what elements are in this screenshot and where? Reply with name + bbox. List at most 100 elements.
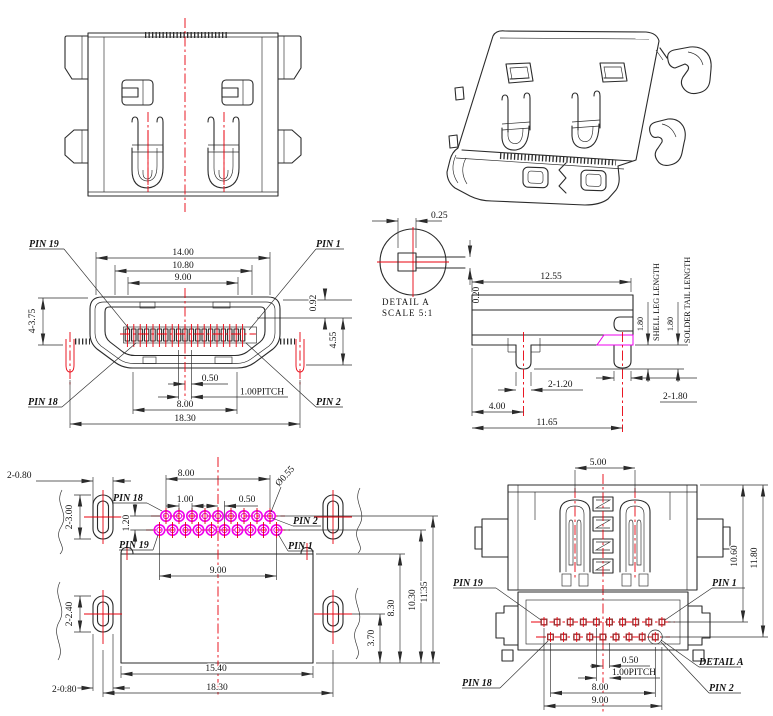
dim-2-1-20: 2-1.20: [548, 380, 573, 390]
rear-block: [507, 484, 698, 591]
pcb-hole: [173, 508, 186, 524]
top-hole: [505, 62, 534, 84]
pin-tail: [560, 632, 568, 642]
pin1-label: PIN 1: [316, 239, 341, 250]
pin18-label-bottom: PIN 18: [462, 678, 492, 689]
dim-1-00: 1.00: [177, 495, 194, 505]
mating-window: [104, 306, 266, 357]
dim-1-00-pitch: 1.00PITCH: [240, 388, 284, 398]
pin-tail: [619, 617, 627, 627]
wing-tab-cap: [474, 526, 483, 550]
detail-a-scale: SCALE 5:1: [382, 308, 433, 318]
dim-18-30-pcb: 18.30: [206, 683, 228, 693]
mounting-slot: [84, 590, 122, 644]
front-cutout: [580, 169, 607, 192]
pcb-hole: [179, 522, 192, 538]
front-view: 14.00 10.80 9.00 0.92 4.55 4-3.75 0.50 1…: [27, 239, 352, 428]
pin-tail: [566, 617, 574, 627]
pcb-hole: [257, 522, 270, 538]
pcb-hole: [251, 508, 264, 524]
pin2-label-pcb: PIN 2: [293, 516, 318, 527]
pcb-hole: [192, 522, 205, 538]
pin2-label: PIN 2: [316, 397, 341, 408]
break-line: [56, 581, 63, 661]
pcb-hole: [225, 508, 238, 524]
dim-0-50-pcb: 0.50: [239, 495, 256, 505]
dim-3-70: 3.70: [367, 629, 377, 646]
wing-tab: [481, 518, 509, 558]
pcb-hole: [231, 522, 244, 538]
latch: [559, 499, 591, 587]
pcb-hole: [244, 522, 257, 538]
wing-tab-cap: [722, 526, 731, 550]
pin-tail: [547, 632, 555, 642]
shell-inner: [94, 301, 276, 364]
pcb-hole: [166, 522, 179, 538]
dim-10-30: 10.30: [408, 589, 418, 611]
mounting-slot: [84, 490, 122, 544]
dim-0-50-bottom: 0.50: [622, 656, 639, 666]
spring-clip: [221, 79, 254, 106]
dim-0-92: 0.92: [309, 294, 319, 311]
dim-2-0-80-bottom: 2-0.80: [52, 685, 77, 695]
dim-11-35: 11.35: [420, 581, 430, 602]
contact-prongs: [131, 112, 164, 192]
pin-tail: [573, 632, 581, 642]
pin-tail: [540, 617, 548, 627]
pcb-hole: [263, 508, 276, 524]
dim-1-00-pitch-bottom: 1.00PITCH: [612, 668, 656, 678]
pcb-hole: [205, 522, 218, 538]
dim-12-55: 12.55: [540, 272, 562, 282]
top-view: [64, 18, 302, 212]
latch: [619, 499, 651, 587]
pcb-hole: [199, 508, 212, 524]
dim-15-40: 15.40: [205, 664, 227, 674]
bottom-view: 5.00 10.60 11.80 0.50 1.00PITCH 8.00 9.0…: [453, 457, 768, 712]
hook-tab: [649, 118, 686, 166]
dim-2-0-80-top: 2-0.80: [7, 471, 32, 481]
pin-tail-rows: [540, 617, 666, 642]
detail-a-title: DETAIL A: [382, 297, 430, 307]
pin-tail: [586, 632, 594, 642]
spring-clip: [121, 79, 154, 106]
contact-prongs: [207, 112, 240, 192]
dim-hole-dia: Ø0.55: [274, 464, 297, 488]
wing-tab: [696, 518, 724, 558]
dim-11-80: 11.80: [750, 547, 760, 568]
shell-outline: [89, 296, 281, 369]
pin-tail: [632, 617, 640, 627]
pin2-label-bottom: PIN 2: [709, 683, 734, 694]
contact-strip: [123, 326, 257, 344]
pcb-hole: [212, 508, 225, 524]
dim-4-00: 4.00: [489, 402, 506, 412]
side-view: 12.55 1.80 SHELL LEG LENGTH 1.80 SOLDER …: [471, 257, 697, 432]
center-key: [558, 162, 567, 194]
dim-2-2-40: 2-2.40: [65, 601, 75, 626]
top-view-body: [87, 32, 279, 197]
pin1-label-bottom: PIN 1: [712, 578, 737, 589]
dim-8-00: 8.00: [177, 400, 194, 410]
dim-18-30: 18.30: [174, 414, 196, 424]
mount-tab: [277, 129, 302, 164]
solder-tail-length-label: SOLDER TAIL LENGTH: [683, 257, 692, 343]
shell-leg-profile: [495, 605, 519, 646]
dim-1-20: 1.20: [122, 514, 132, 531]
dim-9-00-bottom: 9.00: [592, 696, 609, 706]
dim-9-00-pcb: 9.00: [210, 566, 227, 576]
pin-tail: [553, 617, 561, 627]
pin19-label-pcb: PIN 19: [119, 540, 149, 551]
pin1-label-pcb: PIN 1: [288, 541, 313, 552]
pin19-label: PIN 19: [29, 239, 59, 250]
mount-tab: [64, 129, 89, 164]
pcb-hole: [160, 508, 173, 524]
pin-tail: [651, 632, 659, 642]
pin19-label-bottom: PIN 19: [453, 578, 483, 589]
dim-0-25: 0.25: [431, 211, 448, 221]
dim-5-00: 5.00: [590, 458, 607, 468]
mount-tab: [64, 35, 89, 80]
break-line: [58, 489, 65, 555]
pin18-label-pcb: PIN 18: [113, 493, 143, 504]
shell-leg-length-label: SHELL LEG LENGTH: [652, 263, 661, 341]
pcb-footprint-view: 2-3.00 2-2.40 2-0.80 2-0.80 8.00 1.00 0.…: [6, 457, 440, 697]
